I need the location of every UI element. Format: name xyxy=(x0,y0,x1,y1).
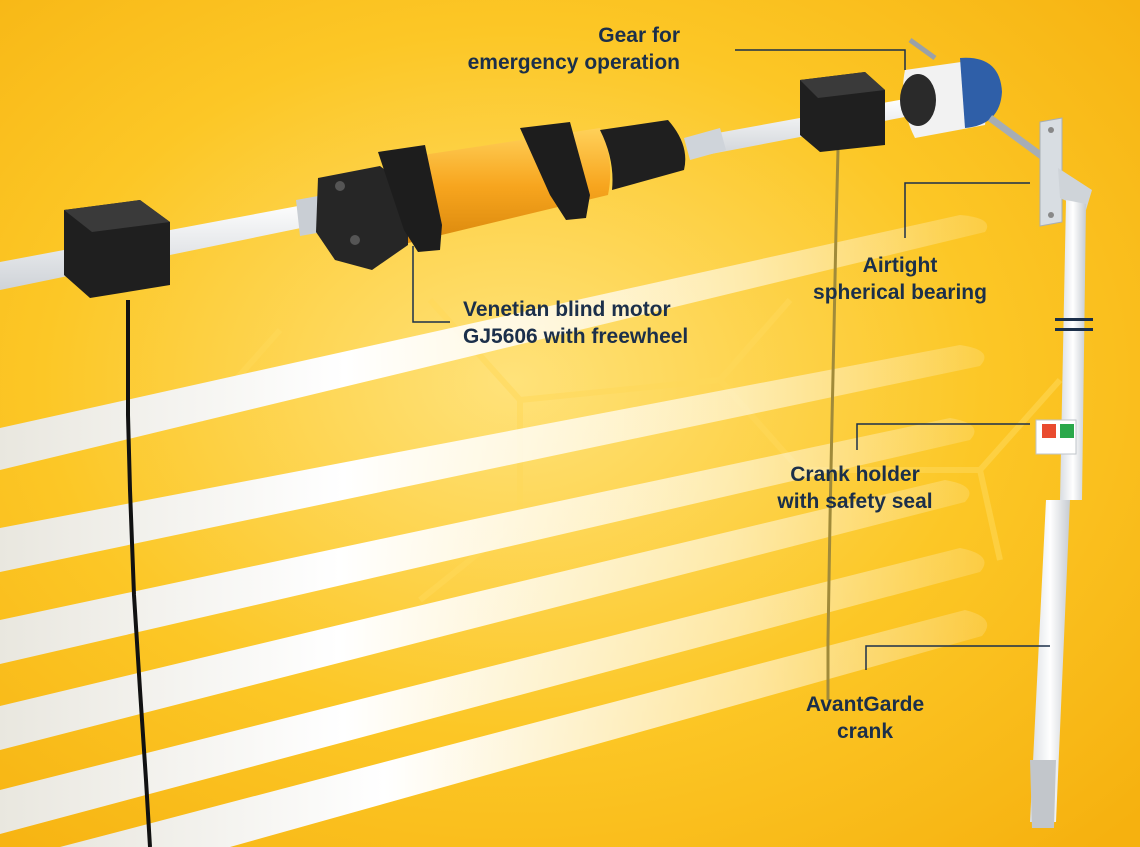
motor-head-screw xyxy=(335,181,345,191)
crank-handle xyxy=(1030,760,1056,828)
break-mark-2 xyxy=(1055,328,1093,331)
gear-label: Gear for emergency operation xyxy=(440,22,680,76)
exit-arrow-icon xyxy=(1060,424,1074,438)
crank-holder-label-line2: with safety seal xyxy=(760,488,950,515)
motor-label: Venetian blind motor GJ5606 with freewhe… xyxy=(463,296,733,350)
fire-exit-icon xyxy=(1042,424,1056,438)
crank-label-line2: crank xyxy=(785,718,945,745)
gear-label-line2: emergency operation xyxy=(440,49,680,76)
gear-label-line1: Gear for xyxy=(440,22,680,49)
left-bracket xyxy=(64,200,170,298)
crank-holder-label-line1: Crank holder xyxy=(760,461,950,488)
bearing-label-line1: Airtight xyxy=(795,252,1005,279)
crank-label-line1: AvantGarde xyxy=(785,691,945,718)
right-bracket xyxy=(800,72,885,152)
bearing-label: Airtight spherical bearing xyxy=(795,252,1005,306)
motor-label-line2: GJ5606 with freewheel xyxy=(463,323,733,350)
motor-label-line1: Venetian blind motor xyxy=(463,296,733,323)
crank-holder-label: Crank holder with safety seal xyxy=(760,461,950,515)
break-mark-1 xyxy=(1055,318,1093,321)
crank-label: AvantGarde crank xyxy=(785,691,945,745)
bearing-label-line2: spherical bearing xyxy=(795,279,1005,306)
